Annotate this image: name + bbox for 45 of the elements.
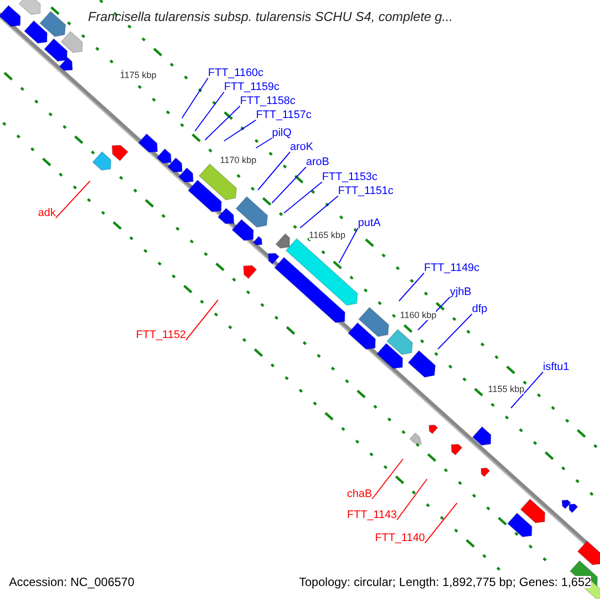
- gene-label: FTT_1153c: [322, 172, 378, 183]
- leader-line: [258, 152, 290, 190]
- leader-line: [256, 138, 272, 148]
- leader-line: [185, 300, 218, 340]
- accession-label: Accession: NC_006570: [9, 576, 134, 588]
- gene-label: aroB: [306, 157, 330, 168]
- gene-label: FTT_1152: [136, 330, 186, 341]
- title: Francisella tularensis subsp. tularensis SCHU S4, complete g...: [88, 10, 453, 23]
- gene-label: FTT_1160c: [208, 68, 264, 79]
- gene-label: FTT_1157c: [256, 110, 312, 121]
- leader-line: [510, 372, 544, 408]
- gene-label: isftu1: [543, 362, 570, 373]
- leader-line: [204, 106, 240, 140]
- leader-line: [398, 272, 424, 302]
- genome-stats-label: Topology: circular; Length: 1,892,775 bp; Genes: 1,652: [299, 576, 592, 588]
- gene-label: putA: [358, 218, 381, 229]
- leader-line: [194, 92, 224, 132]
- scale-label: 1165 kbp: [309, 231, 346, 240]
- leader-line: [272, 166, 306, 204]
- scale-label: 1175 kbp: [120, 71, 156, 80]
- leader-line: [182, 78, 208, 118]
- leader-line: [338, 228, 358, 264]
- gene-label: FTT_1140: [375, 533, 425, 544]
- gene-label: pilQ: [272, 128, 292, 139]
- gene-label: FTT_1149c: [424, 263, 480, 274]
- gene-label: FTT_1159c: [224, 82, 280, 93]
- leader-line: [372, 458, 404, 500]
- gene-label: adk: [38, 208, 56, 219]
- scale-label: 1170 kbp: [220, 156, 256, 165]
- leader-line: [300, 196, 338, 228]
- gene-label: dfp: [472, 304, 488, 315]
- leader-line: [396, 478, 428, 520]
- gene-label: FTT_1151c: [338, 186, 394, 197]
- leader-line: [284, 182, 322, 214]
- scale-label: 1160 kbp: [400, 311, 436, 320]
- scale-label: 1155 kbp: [488, 385, 524, 394]
- gene-label: FTT_1158c: [240, 96, 296, 107]
- gene-label: chaB: [347, 489, 372, 500]
- gene-label: yjhB: [450, 287, 472, 298]
- gene-label: FTT_1143: [347, 510, 397, 521]
- leader-line: [424, 502, 458, 544]
- leader-line: [224, 120, 256, 142]
- leader-line: [438, 314, 472, 350]
- gene-label: aroK: [290, 142, 314, 153]
- leader-line: [55, 180, 90, 218]
